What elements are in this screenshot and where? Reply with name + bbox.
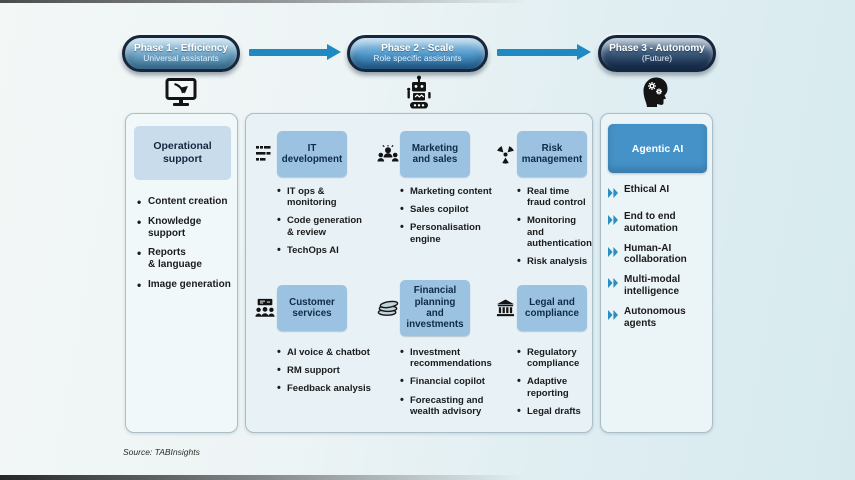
operational-support-list: Content creation Knowledge support Repor… [137, 195, 232, 299]
category-header: Marketing and sales [400, 131, 470, 177]
phase-1-subtitle: Universal assistants [143, 53, 219, 64]
list-item: Reports & language [137, 246, 232, 271]
phase-3-pill: Phase 3 - Autonomy (Future) [598, 35, 716, 72]
list-item: Regulatory compliance [517, 346, 593, 369]
audience-speaker-icon [376, 144, 400, 164]
list-item: Financial copilot [400, 375, 493, 388]
top-edge-artifact [0, 0, 531, 3]
double-chevron-icon [608, 212, 619, 235]
list-item: Legal drafts [517, 405, 593, 418]
list-item: Monitoring and authentication [517, 214, 593, 249]
list-item: Autonomous agents [608, 306, 709, 330]
double-chevron-icon [608, 275, 619, 298]
phase-1-pill: Phase 1 - Efficiency Universal assistant… [122, 35, 240, 72]
phase-3-title: Phase 3 - Autonomy [609, 43, 705, 55]
category-grid: IT development IT ops & monitoring Code … [253, 129, 593, 424]
list-item: End to end automation [608, 211, 709, 235]
category-legal-compliance: Legal and compliance Regulatory complian… [493, 276, 593, 424]
phase-2-title: Phase 2 - Scale [381, 43, 454, 55]
list-item: Real time fraud control [517, 185, 593, 208]
double-chevron-icon [608, 185, 619, 203]
list-item: Investment recommendations [400, 346, 493, 369]
code-lines-icon [253, 146, 277, 162]
operational-support-panel: Operational support Content creation Kno… [125, 113, 238, 433]
phase-3-subtitle: (Future) [641, 53, 673, 64]
category-header: IT development [277, 131, 347, 177]
category-it-development: IT development IT ops & monitoring Code … [253, 129, 376, 276]
list-item: Multi-modal intelligence [608, 274, 709, 298]
arrow-shaft [249, 49, 328, 56]
list-item: Human-AI collaboration [608, 243, 709, 267]
agentic-ai-header: Agentic AI [608, 124, 707, 173]
head-gears-icon [637, 74, 671, 113]
list-item: Personalisation engine [400, 221, 493, 244]
source-attribution: Source: TABInsights [123, 447, 200, 457]
list-item: Image generation [137, 278, 232, 292]
bank-icon [493, 299, 517, 317]
double-chevron-icon [608, 244, 619, 267]
category-customer-services: Customer services AI voice & chatbot RM … [253, 276, 376, 424]
bottom-edge-artifact [0, 475, 616, 480]
radiation-icon [493, 145, 517, 164]
arrow-shaft [497, 49, 578, 56]
monitor-cursor-icon [162, 78, 200, 113]
category-header: Financial planning and investments [400, 280, 470, 336]
cash-stack-icon [376, 299, 400, 317]
category-header: Legal and compliance [517, 285, 587, 331]
category-marketing-sales: Marketing and sales Marketing content Sa… [376, 129, 493, 276]
people-screen-icon [253, 298, 277, 318]
list-item: Code generation & review [277, 214, 376, 237]
list-item: Risk analysis [517, 255, 593, 268]
arrow-tip [577, 44, 591, 60]
list-item: Ethical AI [608, 184, 709, 203]
category-header: Customer services [277, 285, 347, 331]
robot-icon [402, 75, 436, 116]
agentic-ai-panel: Agentic AI Ethical AI End to end automat… [600, 113, 713, 433]
category-risk-management: Risk management Real time fraud control … [493, 129, 593, 276]
list-item: Content creation [137, 195, 232, 209]
list-item: TechOps AI [277, 244, 376, 257]
list-item: Marketing content [400, 185, 493, 198]
phase-2-pill: Phase 2 - Scale Role specific assistants [347, 35, 488, 72]
list-item: RM support [277, 364, 376, 377]
list-item: AI voice & chatbot [277, 346, 376, 359]
list-item: IT ops & monitoring [277, 185, 376, 208]
agentic-ai-list: Ethical AI End to end automation Human-A… [608, 184, 709, 337]
list-item: Adaptive reporting [517, 375, 593, 398]
role-specific-panel: IT development IT ops & monitoring Code … [245, 113, 593, 433]
double-chevron-icon [608, 307, 619, 330]
list-item: Feedback analysis [277, 382, 376, 395]
phase-1-title: Phase 1 - Efficiency [134, 43, 228, 55]
operational-support-header: Operational support [134, 126, 231, 180]
category-financial-planning: Financial planning and investments Inves… [376, 276, 493, 424]
list-item: Sales copilot [400, 203, 493, 216]
category-header: Risk management [517, 131, 587, 177]
list-item: Forecasting and wealth advisory [400, 394, 493, 417]
arrow-tip [327, 44, 341, 60]
list-item: Knowledge support [137, 215, 232, 240]
phase-2-subtitle: Role specific assistants [373, 53, 462, 64]
